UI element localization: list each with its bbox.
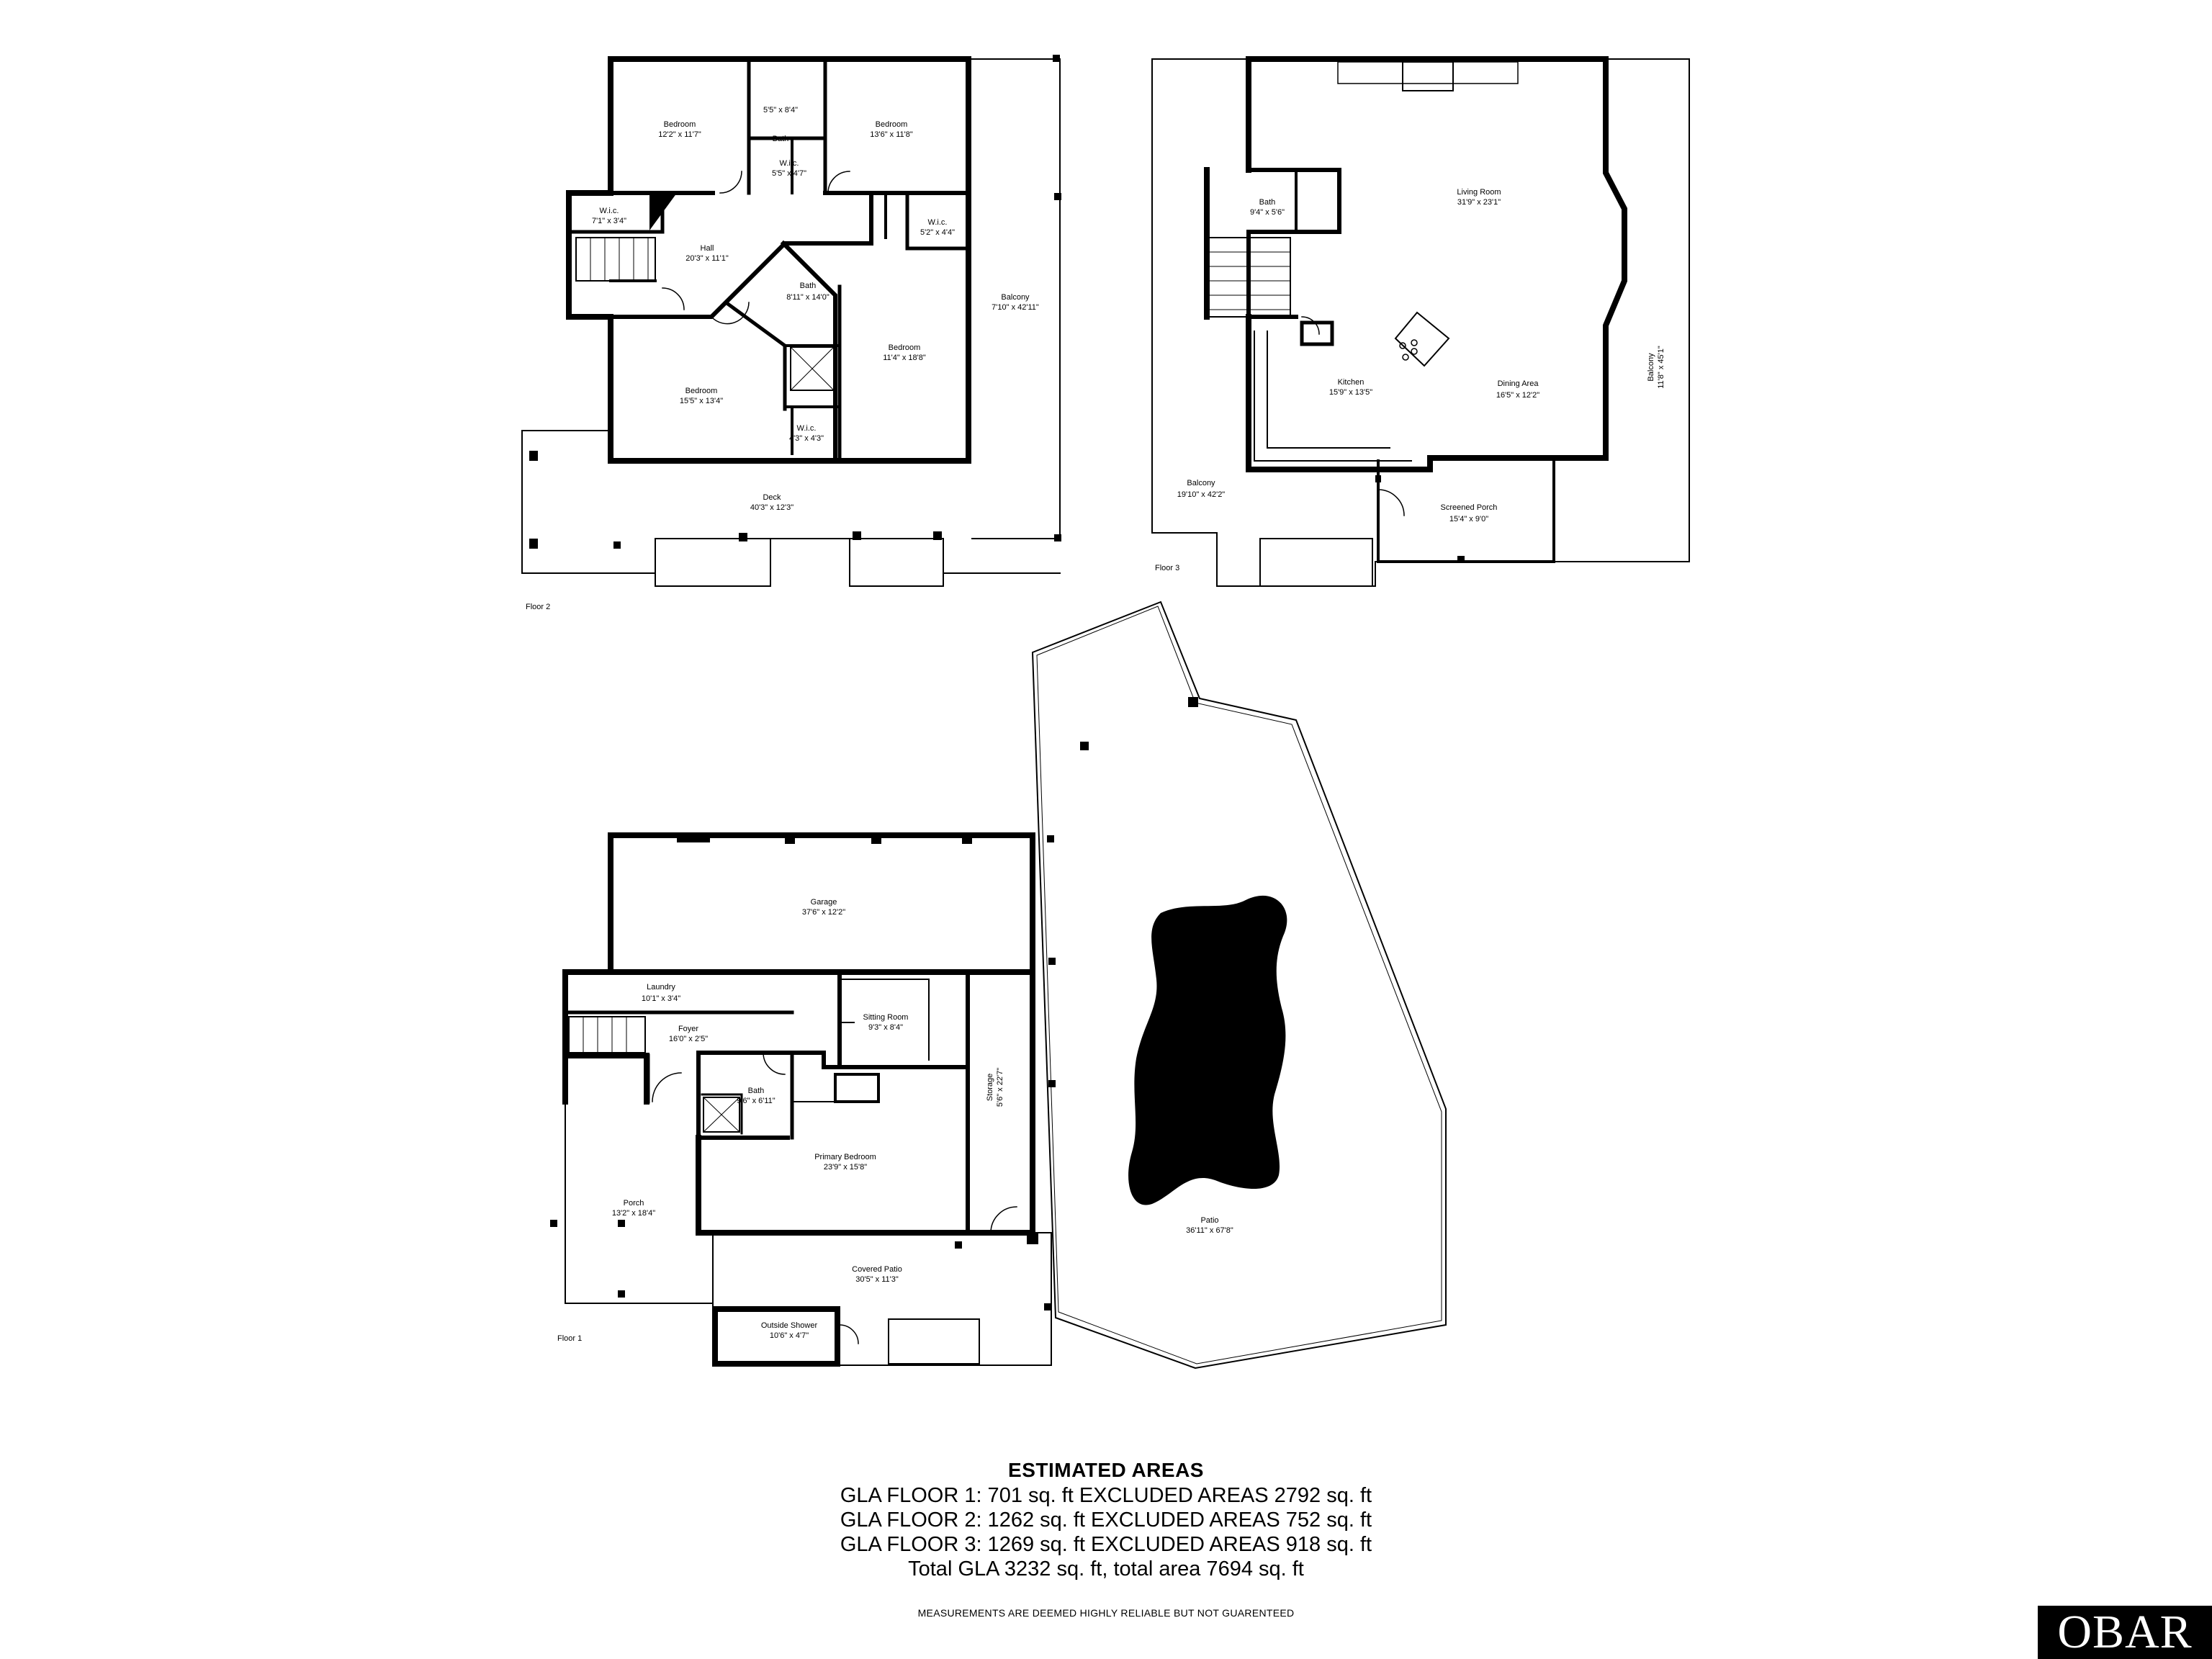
room-name: Bath bbox=[1259, 198, 1276, 207]
room-dim: 11'8" x 45'1" bbox=[1657, 346, 1665, 389]
room-name: Laundry bbox=[647, 983, 675, 992]
room-dim: 37'6" x 12'2" bbox=[802, 908, 845, 917]
floor-2-plan bbox=[521, 56, 1061, 587]
room-dim: 12'2" x 11'7" bbox=[658, 130, 701, 139]
areas-title: ESTIMATED AREAS bbox=[1008, 1459, 1204, 1481]
floor-label: Floor 2 bbox=[526, 603, 550, 611]
room-dim: 16'0" x 2'5" bbox=[669, 1035, 708, 1043]
room-name: Bedroom bbox=[876, 120, 908, 129]
room-name: Dining Area bbox=[1498, 379, 1539, 388]
room-dim: 36'11" x 67'8" bbox=[1186, 1226, 1233, 1235]
room-dim: 15'5" x 13'4" bbox=[680, 397, 723, 405]
room-name: Patio bbox=[1200, 1216, 1218, 1225]
pool-shape bbox=[1128, 895, 1287, 1205]
room-dim: 10'1" x 3'4" bbox=[642, 994, 680, 1003]
room-name: W.i.c. bbox=[600, 207, 619, 215]
room-dim: 13'6" x 11'8" bbox=[870, 130, 913, 139]
floor-1-posts bbox=[550, 697, 1198, 1310]
room-name: Bedroom bbox=[685, 387, 718, 395]
room-dim: 40'3" x 12'3" bbox=[750, 503, 793, 512]
floor-label: Floor 3 bbox=[1155, 564, 1179, 572]
floor-2-posts bbox=[529, 55, 1061, 549]
room-dim: 4'3" x 4'3" bbox=[789, 434, 824, 443]
room-name: Living Room bbox=[1457, 188, 1501, 197]
room-dim: 9'6" x 6'11" bbox=[737, 1097, 775, 1105]
room-name: Storage bbox=[986, 1074, 994, 1102]
room-dim: 31'9" x 23'1" bbox=[1457, 198, 1501, 207]
obar-logo: OBAR bbox=[2038, 1606, 2212, 1659]
room-name: Outside Shower bbox=[761, 1321, 818, 1330]
room-dim: 7'10" x 42'11" bbox=[992, 303, 1039, 312]
room-name: Bath bbox=[773, 135, 789, 143]
room-name: Covered Patio bbox=[852, 1265, 902, 1274]
floor-3-labels: Living Room 31'9" x 23'1" Bath 9'4" x 5'… bbox=[1155, 188, 1665, 572]
room-dim: 9'3" x 8'4" bbox=[868, 1023, 903, 1032]
areas-line-floor-3: GLA FLOOR 3: 1269 sq. ft EXCLUDED AREAS … bbox=[840, 1533, 1372, 1556]
floor-3-posts bbox=[1375, 475, 1465, 563]
room-name: Balcony bbox=[1187, 479, 1215, 487]
room-dim: 5'6" x 22'7" bbox=[996, 1068, 1004, 1107]
room-dim: 9'4" x 5'6" bbox=[1250, 208, 1285, 217]
room-dim: 23'9" x 15'8" bbox=[824, 1163, 867, 1172]
room-name: W.i.c. bbox=[780, 159, 799, 168]
room-name: Balcony bbox=[1001, 293, 1030, 302]
room-name: Bedroom bbox=[664, 120, 696, 129]
room-name: Porch bbox=[624, 1199, 644, 1208]
room-dim: 20'3" x 11'1" bbox=[685, 254, 729, 263]
room-name: Foyer bbox=[678, 1025, 698, 1033]
room-name: Garage bbox=[811, 898, 837, 907]
room-name: W.i.c. bbox=[797, 424, 817, 433]
estimated-areas: ESTIMATED AREAS GLA FLOOR 1: 701 sq. ft … bbox=[0, 1457, 2212, 1581]
room-dim: 15'9" x 13'5" bbox=[1329, 388, 1372, 397]
floor-1-plan bbox=[562, 601, 1447, 1370]
room-name: Screened Porch bbox=[1441, 503, 1498, 512]
room-name: Hall bbox=[701, 244, 714, 253]
floor-2-labels: Bedroom 12'2" x 11'7" Bath 5'5" x 8'4" B… bbox=[526, 106, 1039, 611]
floor-3-plan bbox=[1151, 56, 1690, 587]
areas-line-total: Total GLA 3232 sq. ft, total area 7694 s… bbox=[908, 1557, 1304, 1581]
room-name: W.i.c. bbox=[928, 218, 948, 227]
room-dim: 15'4" x 9'0" bbox=[1449, 515, 1488, 523]
room-dim: 30'5" x 11'3" bbox=[855, 1275, 899, 1284]
areas-line-floor-2: GLA FLOOR 2: 1262 sq. ft EXCLUDED AREAS … bbox=[840, 1509, 1372, 1532]
room-name: Kitchen bbox=[1338, 378, 1364, 387]
room-dim: 8'11" x 14'0" bbox=[786, 293, 830, 302]
room-name: Deck bbox=[763, 493, 781, 502]
floor-1-labels: Garage 37'6" x 12'2" Laundry 10'1" x 3'4… bbox=[557, 898, 1233, 1343]
room-name: Sitting Room bbox=[863, 1013, 909, 1022]
room-dim: 13'2" x 18'4" bbox=[612, 1209, 655, 1218]
room-name: Bath bbox=[748, 1087, 765, 1095]
room-dim: 5'2" x 4'4" bbox=[920, 228, 955, 237]
room-name: Bedroom bbox=[889, 343, 921, 352]
room-name: Bath bbox=[800, 282, 817, 290]
room-dim: 5'5" x 4'7" bbox=[772, 169, 806, 178]
room-dim: 11'4" x 18'8" bbox=[883, 354, 926, 362]
floor-label: Floor 1 bbox=[557, 1334, 582, 1343]
room-dim: 16'5" x 12'2" bbox=[1496, 391, 1539, 400]
disclaimer: MEASUREMENTS ARE DEEMED HIGHLY RELIABLE … bbox=[917, 1607, 1295, 1619]
room-dim: 7'1" x 3'4" bbox=[592, 217, 626, 225]
room-dim: 5'5" x 8'4" bbox=[763, 106, 798, 114]
room-name: Balcony bbox=[1647, 353, 1655, 382]
room-dim: 19'10" x 42'2" bbox=[1177, 490, 1226, 499]
room-name: Primary Bedroom bbox=[814, 1153, 876, 1161]
room-dim: 10'6" x 4'7" bbox=[770, 1331, 809, 1340]
areas-line-floor-1: GLA FLOOR 1: 701 sq. ft EXCLUDED AREAS 2… bbox=[840, 1484, 1372, 1507]
